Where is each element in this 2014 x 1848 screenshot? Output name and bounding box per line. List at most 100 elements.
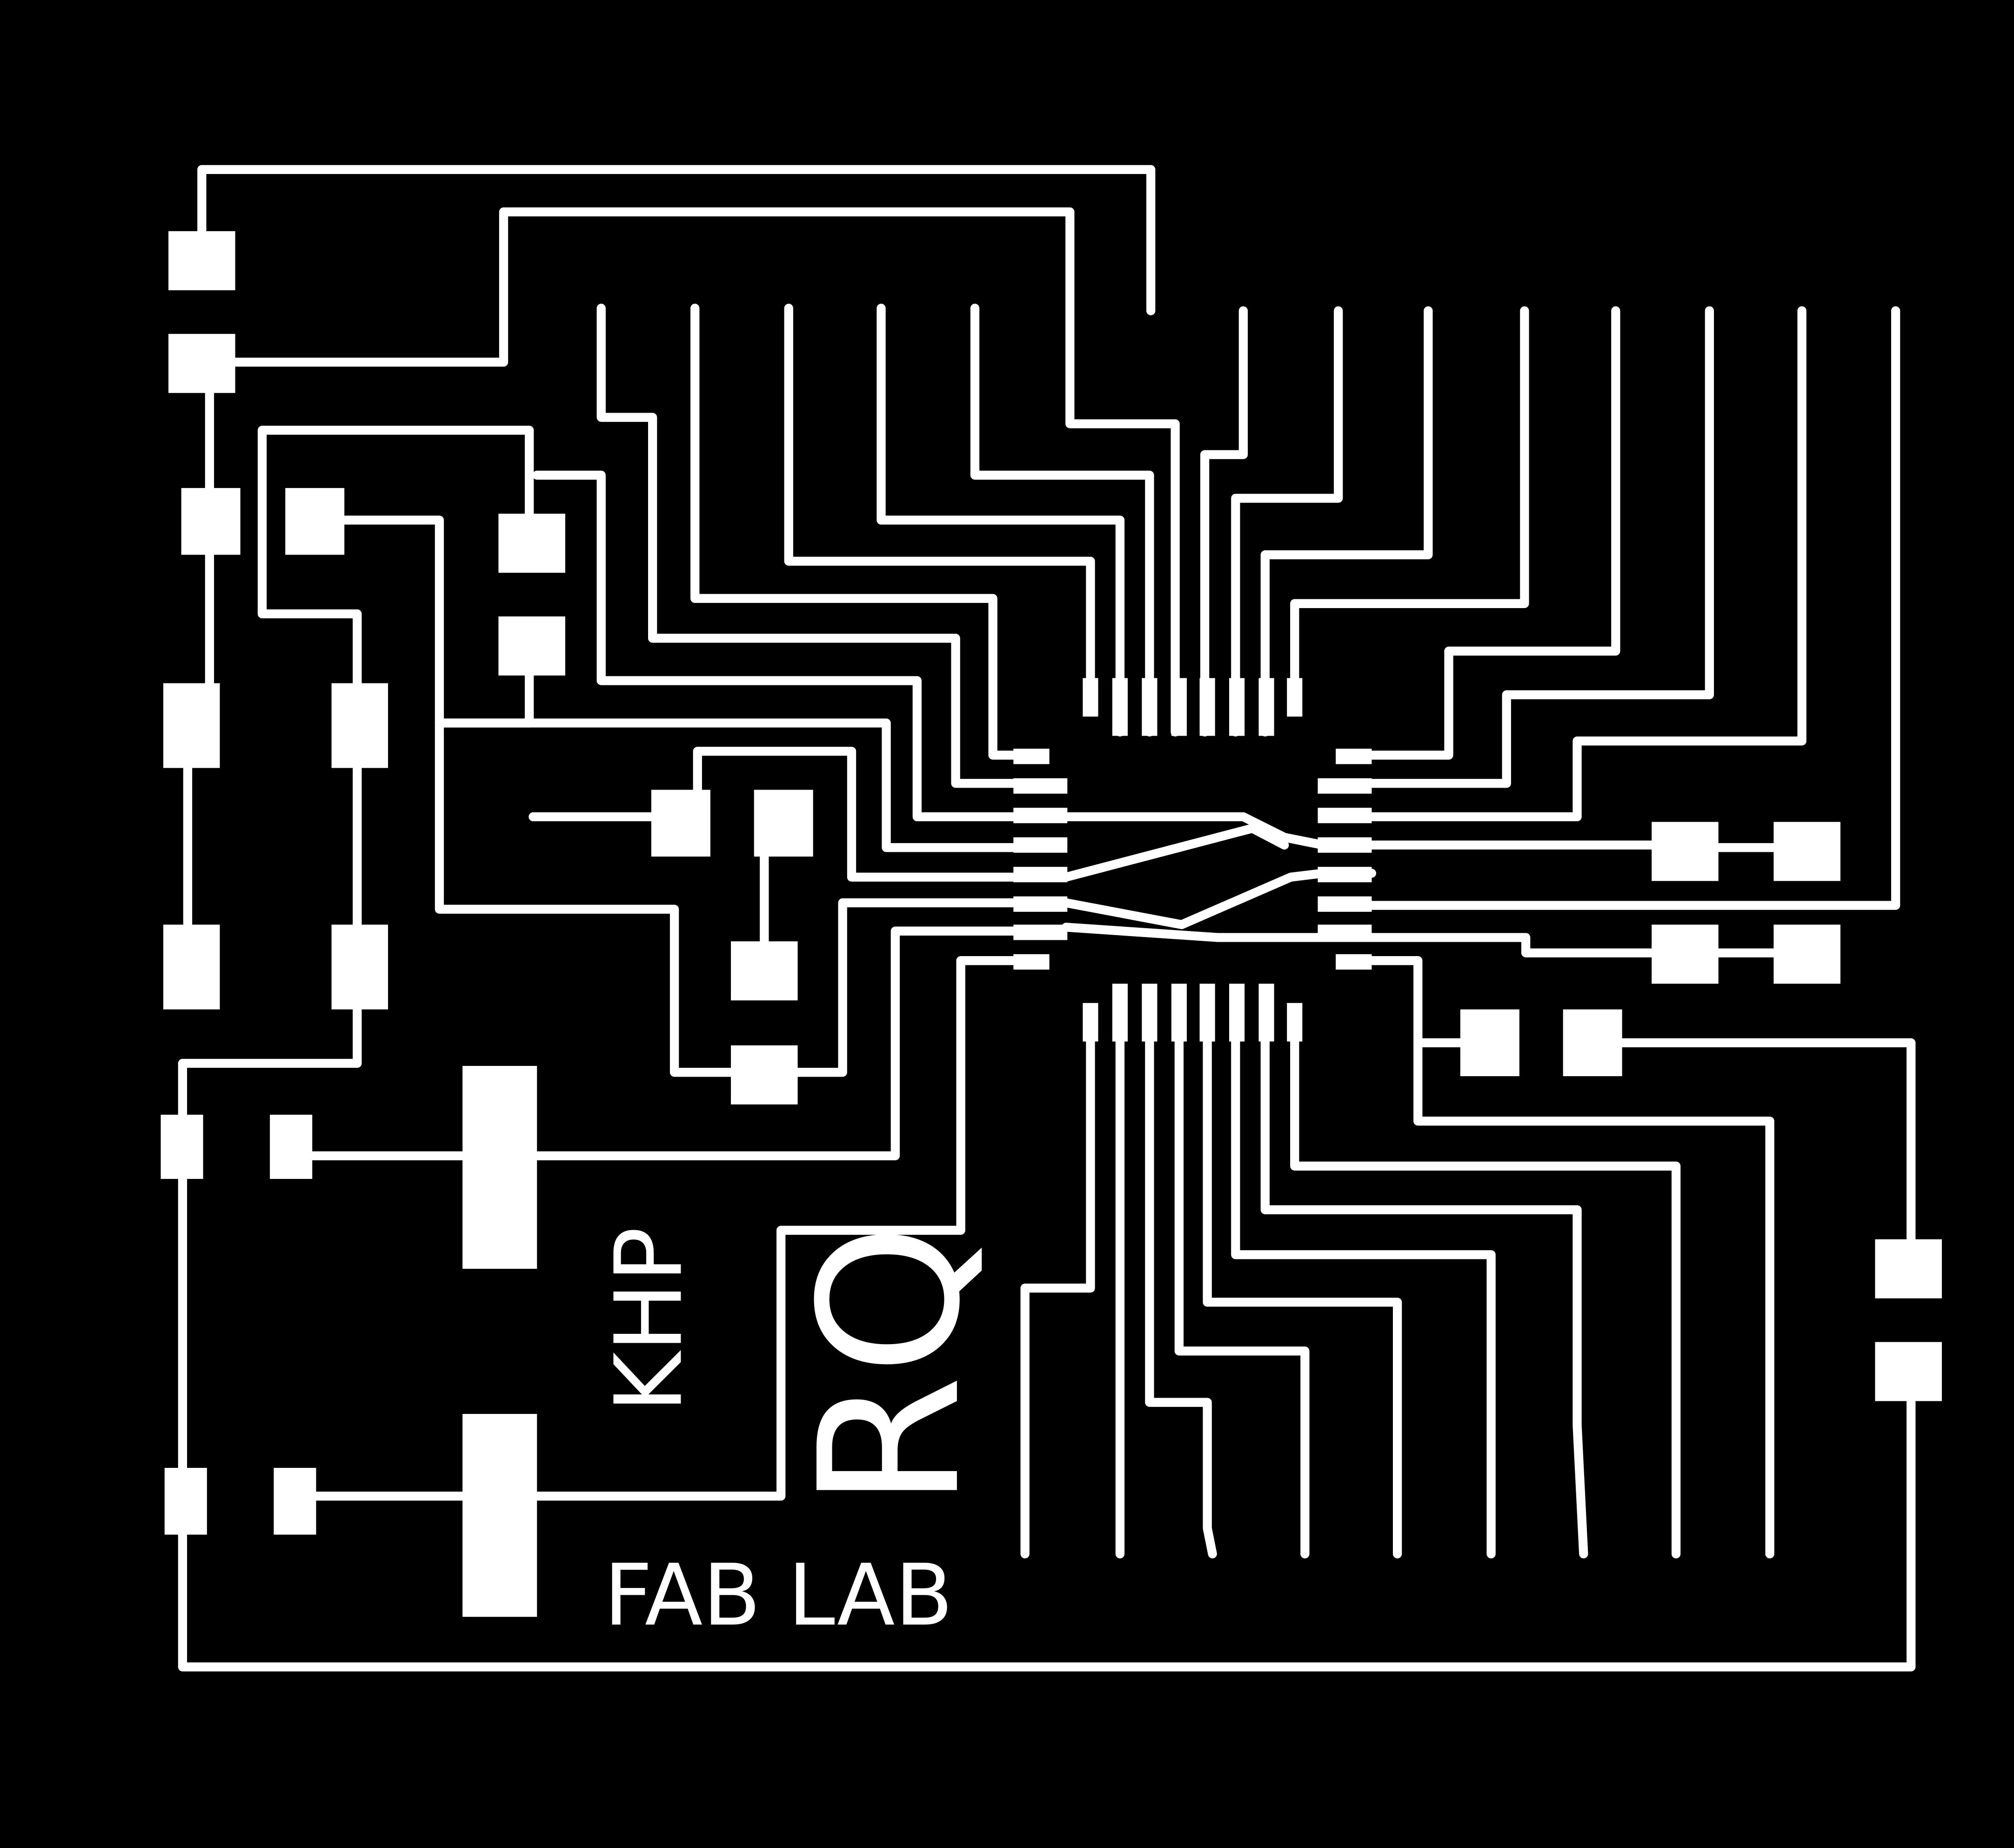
ic-pin (1013, 954, 1050, 970)
trace (1290, 306, 1529, 685)
smd-pad (1875, 1239, 1942, 1299)
ic-pin (1112, 984, 1128, 1042)
ic-pin (1112, 678, 1128, 736)
trace (178, 997, 362, 1122)
smd-pad (462, 1066, 537, 1269)
trace (1174, 984, 1310, 1559)
trace (1290, 1036, 1681, 1559)
ic-pin (1318, 924, 1372, 940)
ic-pin (1318, 778, 1372, 794)
trace (1061, 812, 1661, 850)
smd-pad (1652, 924, 1719, 984)
trace (1260, 306, 1433, 737)
trace (1318, 306, 1807, 822)
smd-pad (161, 1114, 203, 1179)
trace (257, 426, 534, 692)
ic-pin (1171, 678, 1187, 736)
ic-pin (1013, 867, 1068, 883)
ic-pin (1013, 808, 1068, 824)
smd-pad (498, 616, 565, 676)
trace (877, 303, 1125, 737)
ic-pin (1258, 984, 1274, 1042)
trace (693, 747, 1019, 882)
trace (1061, 923, 1661, 957)
trace (306, 926, 1019, 1160)
ic-pin (1287, 1003, 1303, 1042)
smd-pad (168, 231, 235, 290)
smd-pad (163, 683, 220, 768)
trace (1145, 984, 1217, 1559)
smd-pad (1563, 1009, 1622, 1077)
logo-khp-text: KHP (595, 1227, 703, 1413)
ic-pin (1013, 924, 1068, 940)
trace (1231, 984, 1496, 1559)
ic-pin (1318, 867, 1372, 883)
trace (1200, 306, 1248, 737)
smd-pad (168, 334, 235, 393)
trace (532, 470, 1019, 822)
trace (596, 303, 1019, 788)
smd-pad (651, 790, 710, 857)
trace (1616, 1038, 1916, 1248)
trace-layer (178, 165, 1916, 1672)
trace (227, 207, 1180, 737)
pad-layer (161, 231, 1942, 1617)
ic-pin (1142, 678, 1158, 736)
smd-pad (285, 488, 345, 555)
smd-pad (331, 924, 388, 1010)
ic-pin (1318, 896, 1372, 912)
logo-rq-text: RQ (778, 1224, 1003, 1509)
trace (1260, 984, 1588, 1559)
trace (1203, 984, 1402, 1559)
smd-pad (731, 1045, 798, 1105)
smd-pad (754, 790, 813, 857)
ic-pin (1229, 678, 1245, 736)
ic-pin (1336, 749, 1372, 764)
trace (310, 956, 1019, 1501)
smd-pad (498, 514, 565, 573)
ic-pin (1199, 678, 1215, 736)
trace (784, 303, 1095, 685)
trace (197, 165, 1156, 315)
ic-pin (1336, 954, 1372, 970)
trace (1318, 306, 1714, 788)
smd-pad (1652, 822, 1719, 881)
smd-pad (163, 924, 220, 1010)
trace (435, 718, 1019, 852)
ic-pin (1229, 984, 1245, 1042)
smd-pad (181, 488, 241, 555)
smd-pad (274, 1467, 316, 1535)
smd-pad (731, 941, 798, 1001)
ic-pin (1013, 749, 1050, 764)
smd-pad (270, 1114, 313, 1179)
ic-pin (1318, 837, 1372, 853)
smd-pad (164, 1467, 207, 1535)
ic-pin (1258, 678, 1274, 736)
trace (1061, 824, 1289, 882)
trace (1231, 306, 1343, 737)
trace (1020, 1036, 1095, 1559)
trace (690, 303, 1019, 760)
trace (792, 898, 1019, 1077)
trace (1413, 1038, 1774, 1559)
ic-pin (1318, 808, 1372, 824)
trace (1367, 306, 1620, 760)
trace (336, 516, 739, 1077)
fab-lab-text: FAB LAB (604, 1546, 953, 1645)
ic-pin (1013, 778, 1068, 794)
smd-pad (331, 683, 388, 768)
ic-pin (1013, 837, 1068, 853)
smd-pad (1875, 1342, 1942, 1401)
trace (178, 1170, 1916, 1672)
ic-pin (1142, 984, 1158, 1042)
ic-pin (1083, 1003, 1098, 1042)
trace (970, 303, 1154, 737)
trace (1367, 956, 1469, 1047)
ic-pin (1171, 984, 1187, 1042)
smd-pad (1773, 924, 1840, 984)
smd-pad (1773, 822, 1840, 881)
trace (1367, 306, 1900, 910)
smd-pad (1460, 1009, 1519, 1077)
